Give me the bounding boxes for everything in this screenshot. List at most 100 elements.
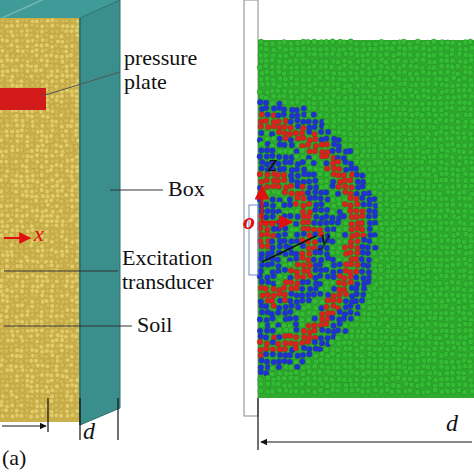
- soil-particle: [426, 70, 432, 76]
- soil-particle: [10, 223, 15, 228]
- leader-line: [4, 326, 132, 327]
- soil-particle: [439, 63, 445, 69]
- soil-particle: [64, 349, 69, 354]
- soil-particle: [359, 124, 365, 130]
- leader-line: [110, 190, 163, 191]
- soil-particle: [294, 46, 300, 52]
- soil-particle: [54, 173, 59, 178]
- soil-particle: [65, 308, 70, 313]
- soil-particle: [64, 299, 69, 304]
- soil-particle: [467, 87, 473, 93]
- soil-particle: [0, 29, 4, 34]
- soil-particle: [293, 130, 299, 136]
- soil-particle: [39, 129, 44, 134]
- soil-particle: [395, 136, 401, 142]
- soil-particle: [69, 303, 74, 308]
- soil-particle: [69, 188, 74, 193]
- soil-particle: [445, 40, 451, 46]
- soil-particle: [365, 137, 371, 143]
- soil-particle: [289, 142, 295, 148]
- soil-particle: [50, 79, 55, 84]
- soil-particle: [14, 159, 19, 164]
- soil-particle: [74, 28, 79, 33]
- soil-particle: [289, 100, 295, 106]
- soil-particle: [35, 394, 40, 399]
- soil-particle: [425, 81, 431, 87]
- soil-particle: [288, 125, 294, 131]
- soil-particle: [60, 314, 65, 319]
- soil-particle: [50, 298, 55, 303]
- soil-particle: [49, 253, 54, 258]
- soil-particle: [366, 76, 372, 82]
- soil-particle: [35, 363, 40, 368]
- soil-particle: [389, 141, 395, 147]
- soil-particle: [64, 334, 69, 339]
- soil-particle: [396, 117, 402, 123]
- soil-particle: [384, 123, 390, 129]
- soil-particle: [402, 94, 408, 100]
- soil-particle: [15, 198, 20, 203]
- soil-particle: [15, 319, 20, 324]
- soil-particle: [55, 333, 60, 338]
- soil-particle: [413, 130, 419, 136]
- soil-particle: [383, 94, 389, 100]
- soil-particle: [421, 52, 427, 58]
- soil-particle: [49, 168, 54, 173]
- soil-particle: [45, 389, 50, 394]
- soil-particle: [14, 64, 19, 69]
- soil-particle: [41, 114, 46, 119]
- soil-particle: [0, 403, 4, 408]
- soil-particle: [31, 363, 36, 368]
- soil-particle: [30, 313, 35, 318]
- soil-particle: [35, 378, 40, 383]
- soil-particle: [39, 305, 44, 310]
- soil-particle: [281, 93, 287, 99]
- soil-particle: [323, 64, 329, 70]
- soil-particle: [15, 48, 20, 53]
- soil-particle: [64, 64, 69, 69]
- soil-particle: [330, 39, 336, 45]
- soil-particle: [59, 343, 64, 348]
- soil-particle: [69, 73, 74, 78]
- soil-particle: [407, 136, 413, 142]
- soil-particle: [450, 141, 456, 147]
- soil-particle: [34, 409, 39, 414]
- soil-particle: [74, 123, 79, 128]
- soil-particle: [14, 189, 19, 194]
- soil-particle: [50, 153, 55, 158]
- soil-particle: [19, 208, 24, 213]
- soil-particle: [0, 233, 4, 238]
- soil-particle: [30, 194, 35, 199]
- soil-particle: [377, 129, 383, 135]
- soil-particle: [9, 159, 14, 164]
- soil-particle: [15, 73, 20, 78]
- soil-particle: [449, 136, 455, 142]
- soil-particle: [438, 51, 444, 57]
- soil-particle: [9, 368, 14, 373]
- soil-particle: [40, 408, 45, 413]
- soil-particle: [15, 358, 20, 363]
- soil-particle: [263, 53, 269, 59]
- soil-particle: [55, 204, 60, 209]
- soil-particle: [462, 123, 468, 129]
- soil-particle: [49, 53, 54, 58]
- soil-particle: [4, 308, 9, 313]
- soil-particle: [432, 142, 438, 148]
- soil-particle: [420, 69, 426, 75]
- soil-particle: [359, 70, 365, 76]
- soil-particle: [14, 114, 19, 119]
- soil-particle: [34, 48, 39, 53]
- soil-particle: [54, 143, 59, 148]
- soil-particle: [408, 45, 414, 51]
- soil-particle: [34, 264, 39, 269]
- soil-particle: [64, 29, 69, 34]
- soil-particle: [45, 114, 50, 119]
- soil-particle: [324, 75, 330, 81]
- soil-particle: [35, 384, 40, 389]
- soil-particle: [443, 111, 449, 117]
- soil-particle: [15, 224, 20, 229]
- soil-particle: [389, 118, 395, 124]
- soil-particle: [469, 82, 474, 88]
- soil-particle: [39, 404, 44, 409]
- soil-particle: [331, 93, 337, 99]
